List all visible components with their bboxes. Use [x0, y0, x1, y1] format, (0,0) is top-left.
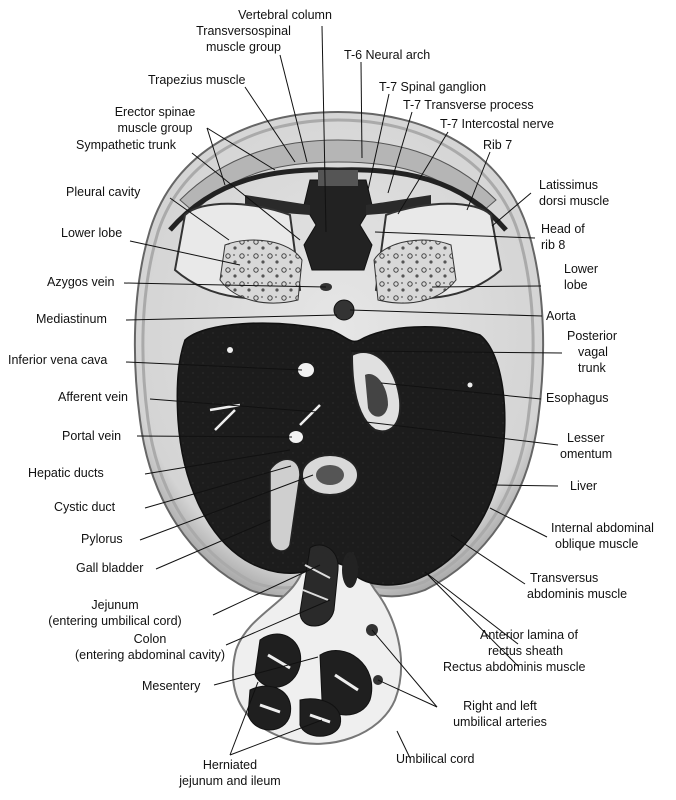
label-internal-abdominal-line2: oblique muscle: [555, 537, 639, 551]
label-umbilical-arteries-line1: Right and left: [463, 699, 537, 713]
label-rib-7: Rib 7: [483, 138, 513, 152]
label-inferior-vena-cava: Inferior vena cava: [8, 353, 108, 367]
label-portal-vein: Portal vein: [62, 429, 122, 443]
label-azygos-vein: Azygos vein: [47, 275, 115, 289]
aorta-shape: [333, 299, 355, 321]
label-sympathetic-trunk: Sympathetic trunk: [76, 138, 177, 152]
label-liver: Liver: [570, 479, 598, 493]
label-mediastinum: Mediastinum: [36, 312, 107, 326]
label-herniated-line2: jejunum and ileum: [179, 774, 281, 788]
umbilical-artery-right: [366, 624, 378, 636]
label-cystic-duct: Cystic duct: [54, 500, 116, 514]
label-jejunum-line2: (entering umbilical cord): [48, 614, 182, 628]
label-erector-spinae-line2: muscle group: [117, 121, 193, 135]
label-jejunum-line1: Jejunum: [91, 598, 139, 612]
label-lesser-omentum-line2: omentum: [560, 447, 613, 461]
liver-shape: [176, 322, 506, 586]
label-transversospinal-line2: muscle group: [205, 40, 282, 54]
label-transversospinal-line1: Transversospinal: [196, 24, 291, 38]
label-umbilical-arteries-line2: umbilical arteries: [453, 715, 547, 729]
label-erector-spinae-line1: Erector spinae: [114, 105, 196, 119]
label-hepatic-ducts: Hepatic ducts: [28, 466, 104, 480]
label-t7-transverse-process: T-7 Transverse process: [403, 98, 534, 112]
label-t6-neural-arch: T-6 Neural arch: [344, 48, 431, 62]
label-posterior-vagal-trunk-line1: Posterior: [567, 329, 618, 343]
label-t7-intercostal-nerve: T-7 Intercostal nerve: [440, 117, 554, 131]
label-head-of-rib-8-line1: Head of: [541, 222, 585, 236]
label-pleural-cavity: Pleural cavity: [66, 185, 141, 199]
label-posterior-vagal-trunk-line3: trunk: [578, 361, 606, 375]
label-posterior-vagal-trunk-line2: vagal: [578, 345, 608, 359]
label-t7-spinal-ganglion: T-7 Spinal ganglion: [379, 80, 487, 94]
label-head-of-rib-8-line2: rib 8: [541, 238, 566, 252]
label-colon-line2: (entering abdominal cavity): [74, 648, 226, 662]
label-vertebral-column: Vertebral column: [238, 8, 332, 22]
label-latissimus-line2: dorsi muscle: [539, 194, 610, 208]
label-trapezius-muscle: Trapezius muscle: [148, 73, 246, 87]
label-anterior-lamina-line1: Anterior lamina of: [480, 628, 578, 642]
label-herniated-line1: Herniated: [202, 758, 258, 772]
label-aorta: Aorta: [546, 309, 576, 323]
label-anterior-lamina-line2: rectus sheath: [488, 644, 564, 658]
label-mesentery: Mesentery: [142, 679, 201, 693]
label-colon-line1: Colon: [133, 632, 167, 646]
vertebra-shape: [303, 179, 373, 271]
label-internal-abdominal-line1: Internal abdominal: [551, 521, 654, 535]
label-lower-lobe-left: Lower lobe: [61, 226, 123, 240]
label-lower-lobe-right-line2: lobe: [564, 278, 588, 292]
label-afferent-vein: Afferent vein: [58, 390, 128, 404]
label-lesser-omentum-line1: Lesser: [567, 431, 605, 445]
label-latissimus-line1: Latissimus: [539, 178, 599, 192]
umbilical-artery-left: [373, 675, 383, 685]
label-umbilical-cord: Umbilical cord: [396, 752, 475, 766]
label-transversus-line2: abdominis muscle: [527, 587, 628, 601]
label-rectus-abdominis: Rectus abdominis muscle: [443, 660, 586, 674]
label-gall-bladder: Gall bladder: [76, 561, 144, 575]
label-pylorus: Pylorus: [81, 532, 123, 546]
label-transversus-line1: Transversus: [530, 571, 599, 585]
label-esophagus: Esophagus: [546, 391, 609, 405]
label-lower-lobe-right-line1: Lower: [564, 262, 599, 276]
